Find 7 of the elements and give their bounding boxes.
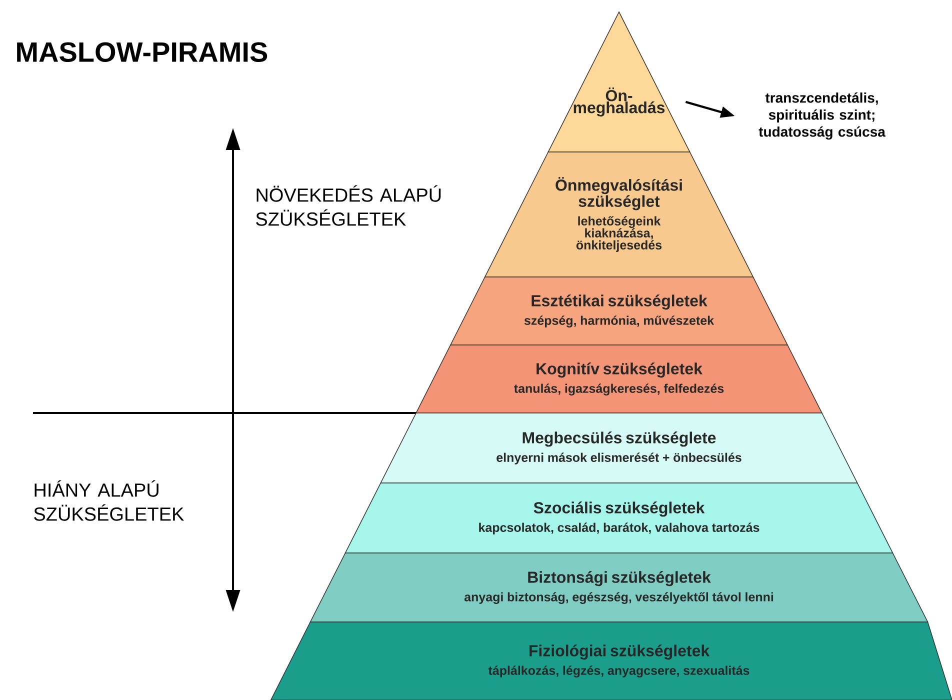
note-text: transzcendetális, spirituális szint; tudatosság csúcsa — [758, 92, 886, 140]
pyramid-level: Megbecsülés szükséglete elnyerni mások elismerését + önbecsülés — [380, 412, 858, 484]
title: MASLOW-PIRAMIS — [17, 42, 268, 62]
pyramid-level: Szociális szükségletek kapcsolatok, család, barátok, valahova tartozás — [344, 482, 894, 554]
pyramid-level: Biztonsági szükségletek anyagi biztonság, egészség, veszélyektől távol lenni — [310, 552, 928, 622]
side-label: NÖVEKEDÉS ALAPÚ SZÜKSÉGLETEK — [256, 185, 441, 226]
side-label: HIÁNY ALAPÚ SZÜKSÉGLETEK — [34, 480, 184, 521]
